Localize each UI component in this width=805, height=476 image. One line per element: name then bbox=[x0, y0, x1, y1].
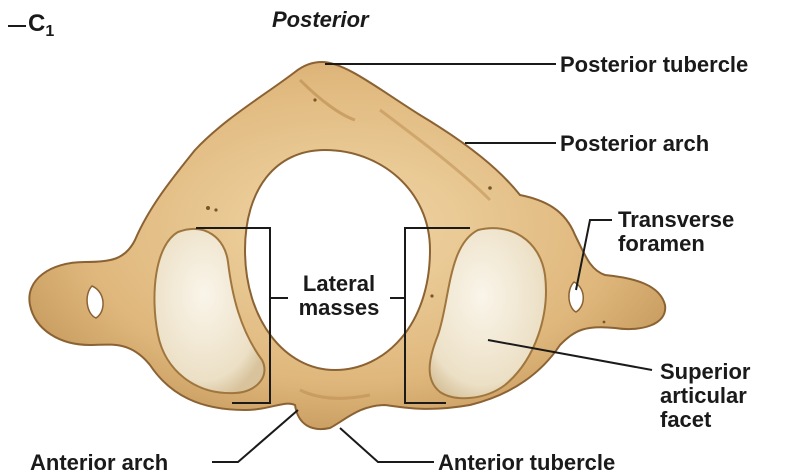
label-superior-articular-facet: Superior articular facet bbox=[660, 360, 750, 432]
label-posterior-tubercle: Posterior tubercle bbox=[560, 53, 748, 77]
label-transverse-foramen: Transverse foramen bbox=[618, 208, 734, 256]
label-superior-articular-facet-line3: facet bbox=[660, 408, 750, 432]
leader-anterior-arch bbox=[212, 410, 298, 462]
label-posterior-arch: Posterior arch bbox=[560, 132, 709, 156]
label-superior-articular-facet-line1: Superior bbox=[660, 360, 750, 384]
vertebra-label-subscript: 1 bbox=[45, 23, 54, 40]
vertebra-label-prefix: C bbox=[28, 10, 45, 37]
label-lateral-masses: Lateral masses bbox=[291, 272, 387, 320]
label-transverse-foramen-line1: Transverse bbox=[618, 208, 734, 232]
label-lateral-masses-line2: masses bbox=[291, 296, 387, 320]
orientation-label: Posterior bbox=[272, 8, 369, 32]
vertebra-label: C1 bbox=[28, 12, 54, 44]
label-lateral-masses-line1: Lateral bbox=[291, 272, 387, 296]
leader-anterior-tubercle bbox=[340, 428, 434, 462]
label-superior-articular-facet-line2: articular bbox=[660, 384, 750, 408]
label-anterior-tubercle: Anterior tubercle bbox=[438, 451, 615, 475]
label-transverse-foramen-line2: foramen bbox=[618, 232, 734, 256]
label-anterior-arch: Anterior arch bbox=[30, 451, 168, 475]
